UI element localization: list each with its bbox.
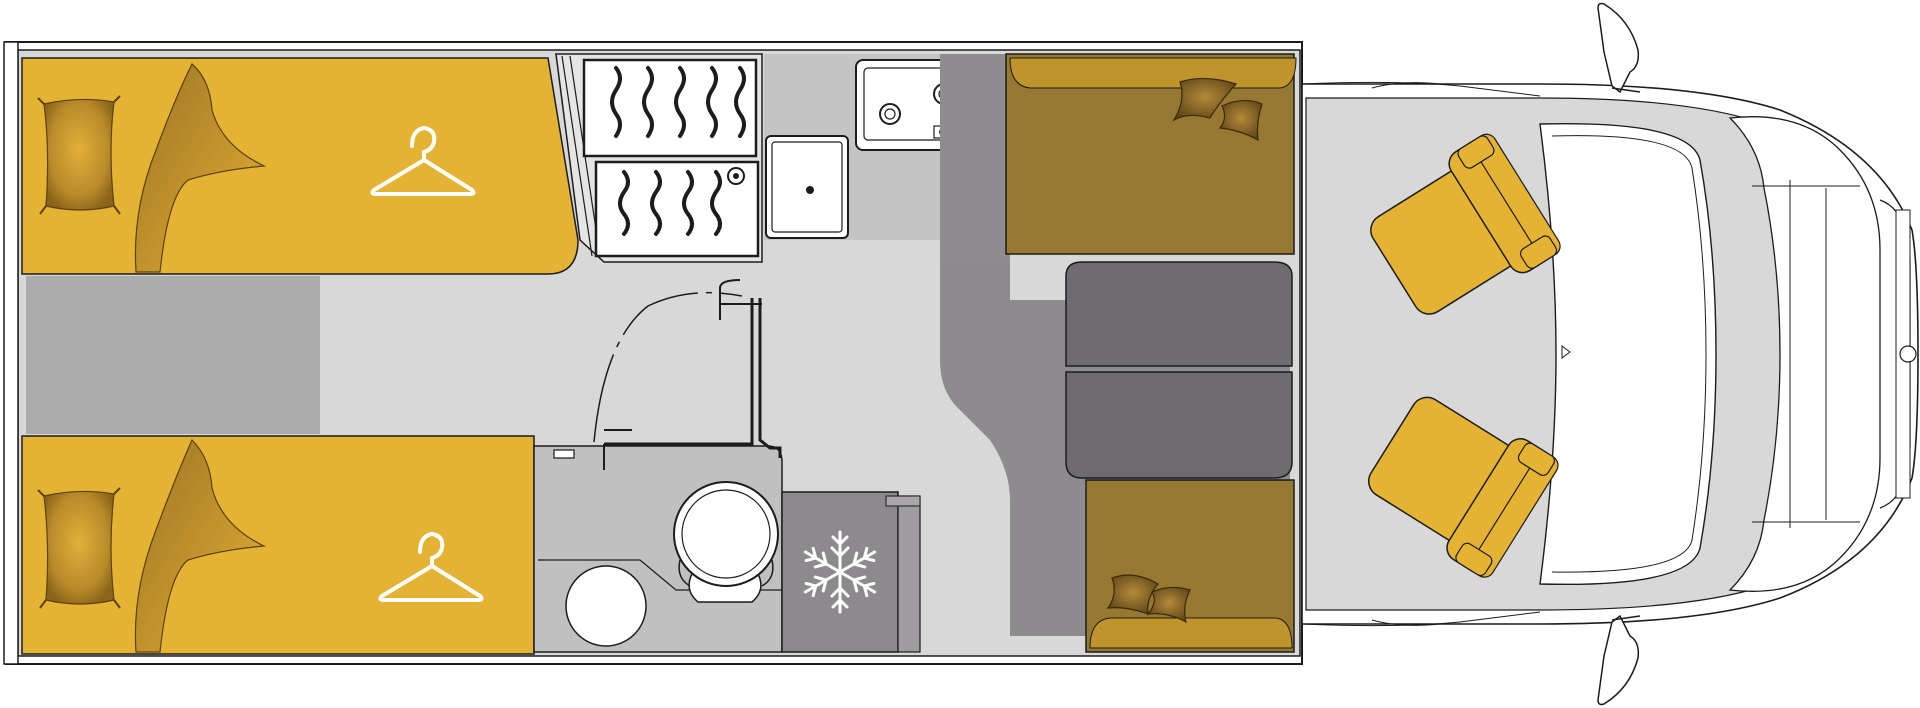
fridge[interactable] — [781, 491, 921, 653]
washbasin — [565, 565, 647, 647]
hanger-icon — [378, 532, 484, 602]
blanket-icon — [134, 63, 267, 273]
pillow-icon — [1106, 574, 1191, 624]
rear-storage-floor — [26, 276, 320, 434]
pillow-icon — [37, 95, 121, 215]
dinette-table[interactable] — [1065, 261, 1293, 479]
washroom[interactable] — [533, 445, 783, 653]
shower-cabin[interactable] — [555, 53, 763, 263]
upper-single-bed[interactable] — [21, 57, 579, 275]
dinette-bench-rear[interactable] — [1085, 479, 1295, 653]
cab — [1301, 81, 1919, 627]
blanket-icon — [134, 438, 267, 653]
pillow-icon — [1172, 77, 1263, 142]
pillow-icon — [37, 487, 121, 609]
dinette-bench-front[interactable] — [1005, 53, 1297, 255]
mirror-icon — [1597, 614, 1641, 706]
passenger-seat[interactable] — [1355, 379, 1561, 580]
kitchen-upper-cabinet — [940, 54, 1010, 264]
door-swing — [553, 279, 782, 470]
toilet-icon — [673, 481, 779, 603]
lower-single-bed[interactable] — [21, 435, 535, 655]
hanger-icon — [370, 126, 476, 196]
driver-seat[interactable] — [1357, 131, 1563, 332]
snowflake-icon — [799, 530, 881, 614]
mirror-icon — [1597, 2, 1641, 94]
sink-icon — [765, 135, 849, 239]
